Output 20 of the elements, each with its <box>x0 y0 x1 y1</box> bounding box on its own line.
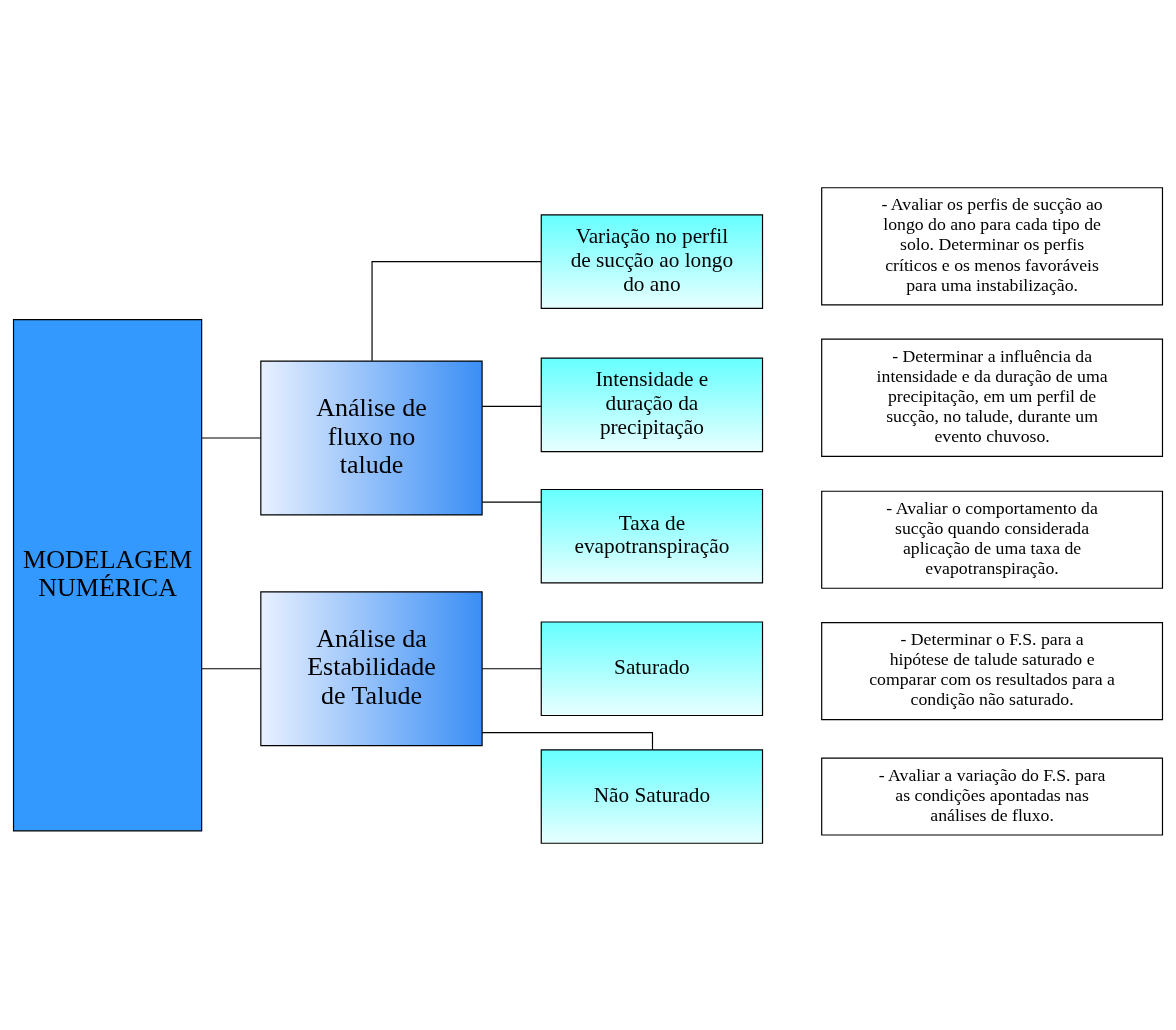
node-box: Análise da Estabilidade de Talude <box>260 590 483 746</box>
connector <box>371 260 542 361</box>
connector <box>201 436 262 439</box>
node-box: - Avaliar o comportamento da sucção quando considerada aplicação de uma taxa de evapotranspiração. <box>821 490 1164 589</box>
node-box: - Determinar o F.S. para a hipótese de talude saturado e comparar com os resultados para a condição não saturado. <box>821 621 1164 720</box>
connector <box>481 501 542 503</box>
connector <box>481 667 542 669</box>
node-box: MODELAGEM NUMÉRICA <box>12 318 203 831</box>
node-box: Variação no perfil de sucção ao longo do ano <box>540 213 764 309</box>
connector <box>481 731 654 750</box>
node-box: Análise de fluxo no talude <box>260 360 483 515</box>
connector <box>201 667 262 669</box>
node-box: Saturado <box>540 620 764 716</box>
node-box: Intensidade e duração da precipitação <box>540 357 764 452</box>
node-box: - Avaliar os perfis de sucção ao longo do ano para cada tipo de solo. Determinar os perfis críticos e os menos favoráveis para uma instabilização. <box>821 186 1164 305</box>
node-box: Não Saturado <box>540 748 764 844</box>
connector <box>481 405 542 407</box>
node-box: - Avaliar a variação do F.S. para as condições apontadas nas análises de fluxo. <box>821 757 1164 836</box>
node-box: Taxa de evapotranspiração <box>540 488 764 584</box>
node-box: - Determinar a influência da intensidade e da duração de uma precipitação, em um perfil de sucção, no talude, durante um evento chuvoso. <box>821 338 1164 457</box>
